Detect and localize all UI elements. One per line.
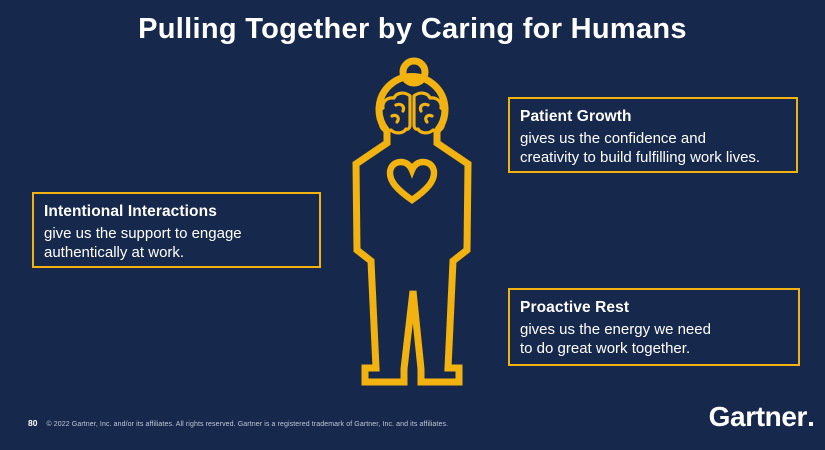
page-number: 80 (28, 418, 38, 428)
hair-bun-icon (399, 57, 429, 87)
brain-left-hemisphere (376, 91, 412, 135)
brain-fold (390, 113, 400, 124)
body-outline (352, 131, 472, 386)
callout-proactive-rest: Proactive Rest gives us the energy we ne… (508, 288, 800, 366)
callout-heading: Intentional Interactions (44, 203, 217, 220)
slide-title: Pulling Together by Caring for Humans (138, 13, 687, 45)
person-figure (350, 50, 476, 390)
callout-heading: Proactive Rest (520, 299, 630, 316)
callout-intentional-interactions: Intentional Interactions give us the sup… (32, 192, 321, 268)
brain-fold (394, 102, 406, 113)
gartner-logo-text: Gartner (708, 401, 808, 432)
brain-icon (376, 91, 448, 135)
callout-body-line: to do great work together. (520, 340, 691, 357)
copyright-text: © 2022 Gartner, Inc. and/or its affiliat… (46, 421, 449, 428)
brain-right-hemisphere (412, 91, 448, 135)
brain-fold (418, 102, 430, 113)
slide-footer: 80 © 2022 Gartner, Inc. and/or its affil… (28, 418, 448, 428)
registered-mark (809, 422, 813, 426)
callout-heading: Patient Growth (520, 108, 632, 125)
person-figure-svg (352, 57, 472, 386)
callout-patient-growth: Patient Growth gives us the confidence a… (508, 97, 798, 173)
gartner-logo: Gartner (709, 401, 813, 433)
callout-body-line: creativity to build fulfilling work live… (520, 149, 761, 166)
callout-body-line: gives us the confidence and (520, 130, 706, 147)
callout-body-line: give us the support to engage (44, 225, 242, 242)
brain-fold (424, 113, 434, 124)
heart-icon (386, 158, 438, 204)
callout-body-line: gives us the energy we need (520, 321, 711, 338)
callout-body-line: authentically at work. (44, 244, 185, 261)
